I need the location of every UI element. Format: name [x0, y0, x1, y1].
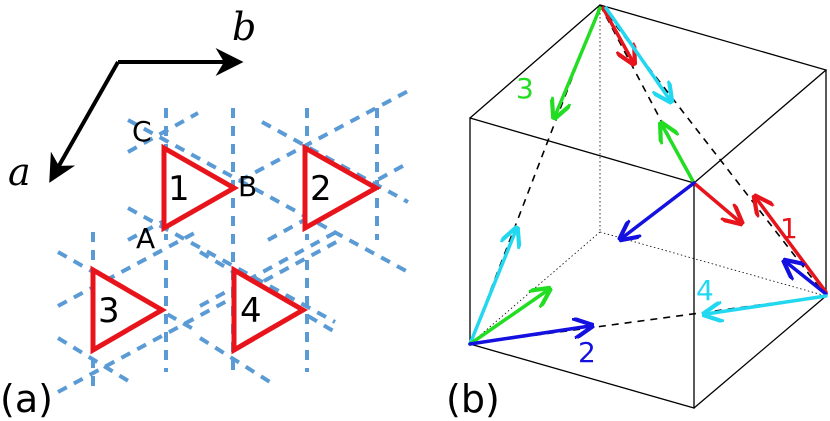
triangle-label-3: 3 [98, 291, 120, 331]
triangle-2 [302, 143, 382, 233]
cyan-arrow-right [706, 294, 828, 314]
site-label-4: 4 [696, 274, 714, 307]
red-arrow-mid [692, 181, 740, 222]
panel-label-a: (a) [0, 377, 53, 421]
green-arrow-top [555, 6, 602, 116]
site-label-3: 3 [516, 72, 534, 105]
cube [469, 4, 828, 409]
cube-hidden-edges [469, 5, 827, 345]
cyan-arrow-left [468, 230, 516, 346]
panel-label-b: (b) [446, 377, 500, 421]
axis-arrows [49, 48, 244, 183]
cyan-arrow-top [604, 6, 670, 100]
site-label-2: 2 [578, 336, 596, 369]
vertex-label-c: C [132, 115, 152, 148]
panel-a: b a [0, 5, 411, 421]
triangle-label-4: 4 [240, 291, 262, 331]
tetrahedron-edges [469, 4, 827, 345]
triangle-label-2: 2 [310, 169, 332, 209]
blue-arrow-right [786, 262, 828, 296]
red-arrow-top [601, 6, 633, 62]
blue-arrow-mid [622, 181, 696, 238]
a-axis-arrow [49, 61, 120, 183]
triangles [90, 143, 382, 355]
axis-label-a: a [8, 150, 31, 194]
triangle-label-1: 1 [168, 169, 190, 209]
blue-arrow-left [468, 326, 590, 346]
vertex-label-b: B [238, 170, 257, 203]
green-arrow-mid [662, 125, 696, 185]
red-arrow-right [756, 198, 828, 294]
green-arrow-left [468, 290, 548, 346]
site-label-1: 1 [780, 212, 798, 245]
triangle-4 [231, 265, 308, 355]
triangle-1 [161, 143, 240, 233]
triangle-3 [90, 265, 167, 355]
axis-label-b: b [232, 5, 256, 49]
vertex-label-a: A [136, 222, 155, 255]
spin-arrows [468, 6, 828, 346]
panel-b: 1 2 3 4 (b) [446, 4, 828, 421]
